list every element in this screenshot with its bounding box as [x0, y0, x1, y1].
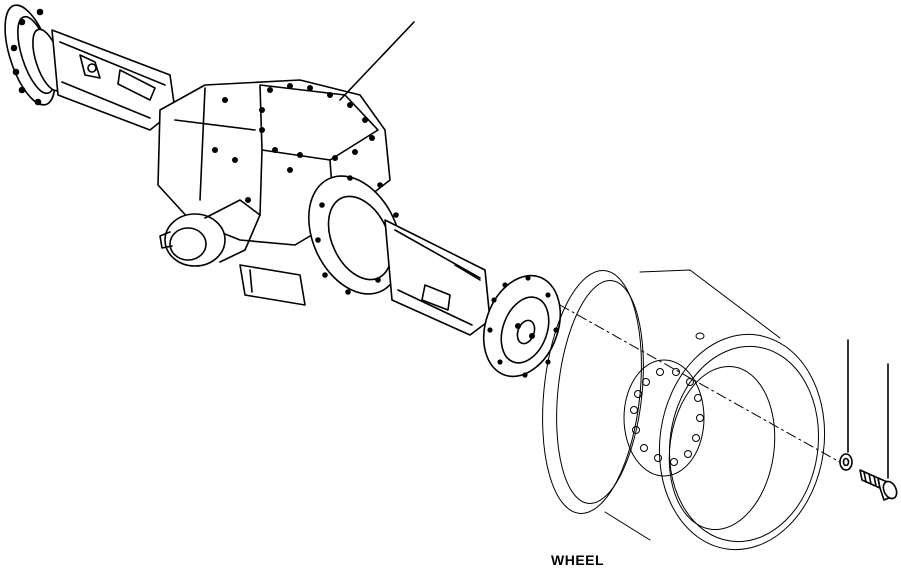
wheel-rim [532, 266, 839, 561]
left-axle-tube [52, 30, 175, 130]
right-hub-flange [470, 265, 573, 378]
right-axle-tube [385, 220, 490, 335]
bolt [860, 364, 899, 501]
alignment-centerline [560, 305, 845, 465]
wheel-caption: WHEEL [551, 552, 605, 568]
differential-carrier [158, 80, 419, 309]
axle-assembly [0, 0, 574, 378]
washer [840, 340, 852, 470]
leader-line-differential [340, 22, 414, 100]
